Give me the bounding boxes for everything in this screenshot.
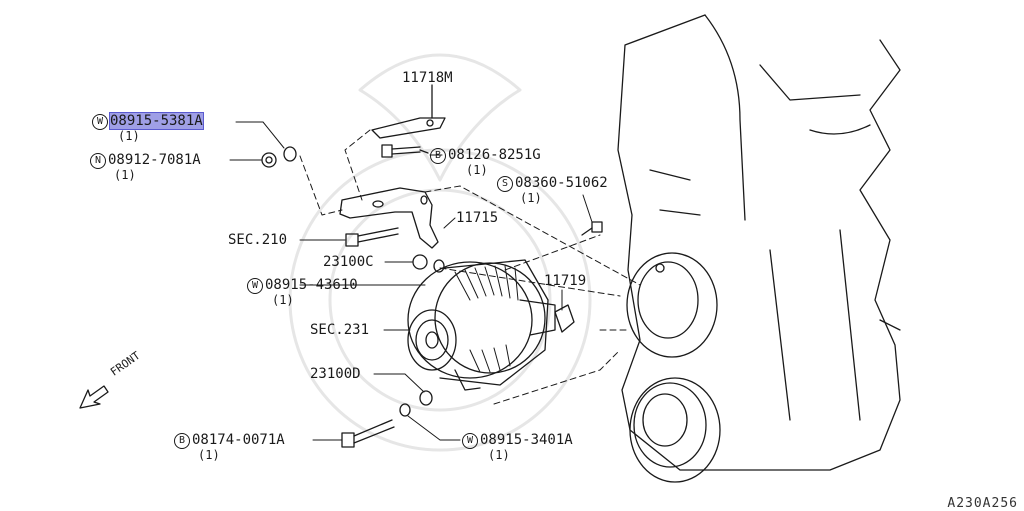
bolt-08174 — [341, 419, 395, 448]
part-label-sec231[interactable]: SEC.231 — [310, 322, 370, 338]
part-label-sec210[interactable]: SEC.210 — [228, 232, 288, 248]
cam-pulley — [626, 252, 718, 358]
engine-block — [617, 14, 901, 471]
part-qty: (1) — [488, 448, 510, 462]
nut-23100C — [412, 254, 428, 270]
part-qty: (1) — [272, 293, 294, 307]
alternator — [407, 259, 556, 391]
part-label-11718M[interactable]: 11718M — [402, 70, 453, 86]
bolt-08126 — [381, 144, 429, 158]
part-qty: (1) — [520, 191, 542, 205]
bolt-symbol-icon: B — [174, 433, 190, 449]
bolt-symbol-icon: B — [430, 148, 446, 164]
diagram-code: A230A256 — [947, 496, 1018, 511]
washer-08915-5381 — [283, 146, 297, 162]
washer-08915-3401 — [399, 403, 411, 417]
part-qty: (1) — [114, 168, 136, 182]
washer-symbol-icon: W — [462, 433, 478, 449]
part-label-11715[interactable]: 11715 — [456, 210, 499, 226]
nut-symbol-icon: N — [90, 153, 106, 169]
part-qty: (1) — [198, 448, 220, 462]
part-qty: (1) — [466, 163, 488, 177]
bracket-11715 — [339, 187, 439, 249]
nut-08912 — [261, 152, 277, 168]
crank-pulley — [629, 377, 721, 483]
washer-symbol-icon: W — [92, 114, 108, 130]
part-qty: (1) — [118, 129, 140, 143]
bolt-sec210 — [345, 227, 399, 247]
watermark — [288, 53, 592, 452]
stud-11719 — [554, 304, 575, 333]
part-label-23100D[interactable]: 23100D — [310, 366, 361, 382]
part-label-23100C[interactable]: 23100C — [323, 254, 374, 270]
bolt-08360 — [581, 221, 603, 236]
screw-symbol-icon: S — [497, 176, 513, 192]
washer-symbol-icon: W — [247, 278, 263, 294]
front-arrow-icon — [79, 385, 109, 409]
adjusting-bar-11718M — [371, 84, 446, 139]
washer-23100D — [419, 390, 433, 406]
part-label-11719[interactable]: 11719 — [544, 273, 587, 289]
